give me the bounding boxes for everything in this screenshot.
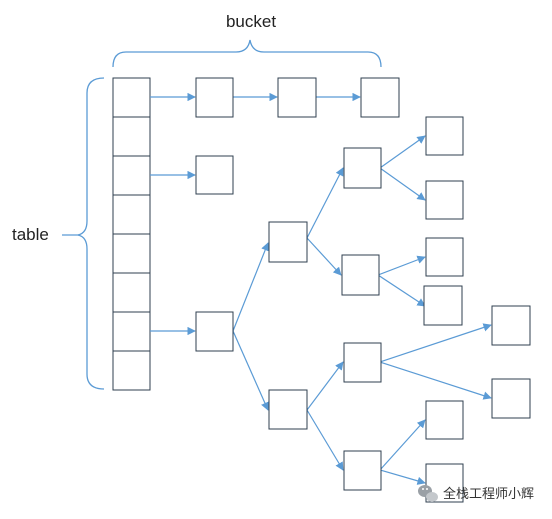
watermark: 全栈工程师小辉 [418, 485, 534, 502]
arrow [232, 242, 270, 332]
tree-node [343, 342, 382, 383]
arrow [377, 255, 426, 276]
arrow [379, 167, 426, 201]
table-slot [112, 233, 151, 274]
tree-node [343, 450, 382, 491]
tree-leaf [491, 305, 531, 346]
bucket-brace [112, 39, 382, 68]
tree-leaf [425, 237, 464, 277]
arrow [379, 361, 492, 400]
arrow [379, 469, 426, 485]
tree-leaf [491, 378, 531, 419]
table-slot [112, 194, 151, 235]
table-slot [112, 77, 151, 118]
tree-leaf [423, 285, 463, 326]
list-node [195, 155, 234, 195]
list-node [360, 77, 400, 118]
table-slot [112, 155, 151, 196]
arrow [232, 330, 269, 411]
tree-leaf [425, 180, 464, 220]
nodes [195, 77, 531, 503]
bucket-label: bucket [226, 12, 276, 31]
tree-node [268, 389, 308, 430]
table-brace [77, 77, 105, 390]
tree-node [341, 254, 380, 296]
tree-node [343, 147, 382, 189]
watermark-text: 全栈工程师小辉 [443, 486, 534, 502]
wechat-icon [418, 485, 438, 502]
arrow [379, 135, 426, 169]
table-slot [112, 272, 151, 313]
arrow [379, 323, 492, 363]
tree-leaf [425, 116, 464, 156]
list-node [195, 77, 234, 118]
arrow [306, 167, 344, 239]
tree-leaf [425, 400, 464, 440]
arrow [306, 237, 342, 276]
connectors [150, 92, 492, 485]
table-slot [112, 350, 151, 391]
arrow [306, 361, 344, 411]
list-node [277, 77, 317, 118]
arrow [306, 409, 344, 471]
table-label: table [12, 225, 49, 244]
table-array [112, 77, 151, 391]
table-slot [112, 116, 151, 157]
tree-node-root [195, 311, 234, 352]
arrow [377, 274, 426, 307]
table-slot [112, 311, 151, 352]
arrow [379, 419, 426, 471]
tree-node [268, 221, 308, 263]
